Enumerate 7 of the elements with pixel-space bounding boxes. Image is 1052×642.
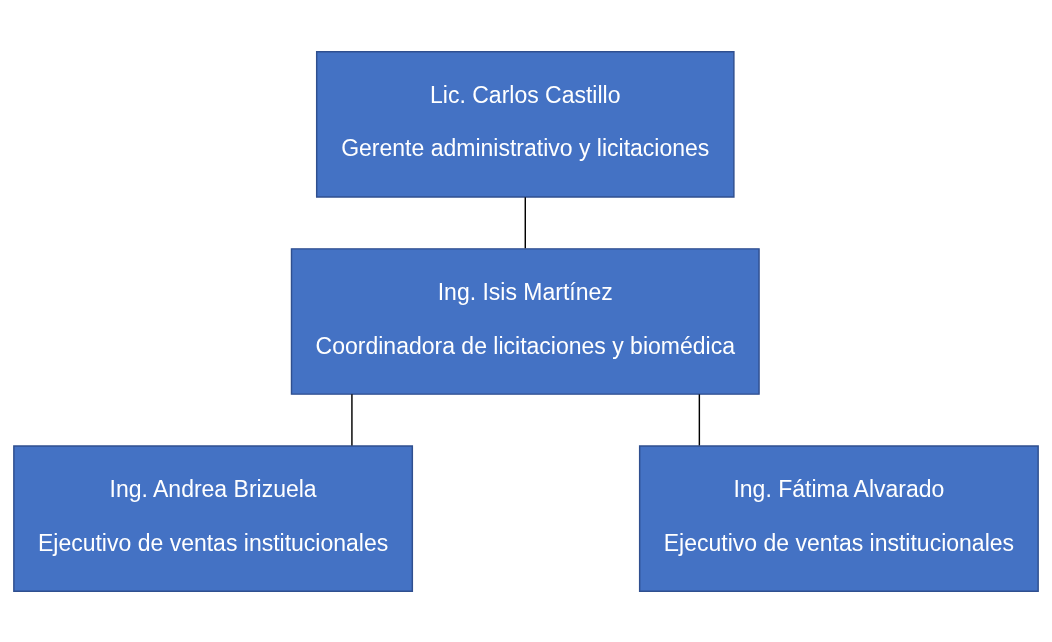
node-box: Ing. Isis Martínez Coordinadora de licitaciones y biomédica [290, 247, 760, 395]
connector [524, 196, 526, 249]
connector [698, 393, 701, 446]
node-box: Ing. Fátima Alvarado Ejecutivo de ventas institucionales [638, 444, 1039, 592]
node-box: Ing. Andrea Brizuela Ejecutivo de ventas institucionales [13, 444, 414, 592]
connector [351, 393, 353, 446]
node-box: Lic. Carlos Castillo Gerente administrativo y licitaciones [315, 50, 735, 198]
